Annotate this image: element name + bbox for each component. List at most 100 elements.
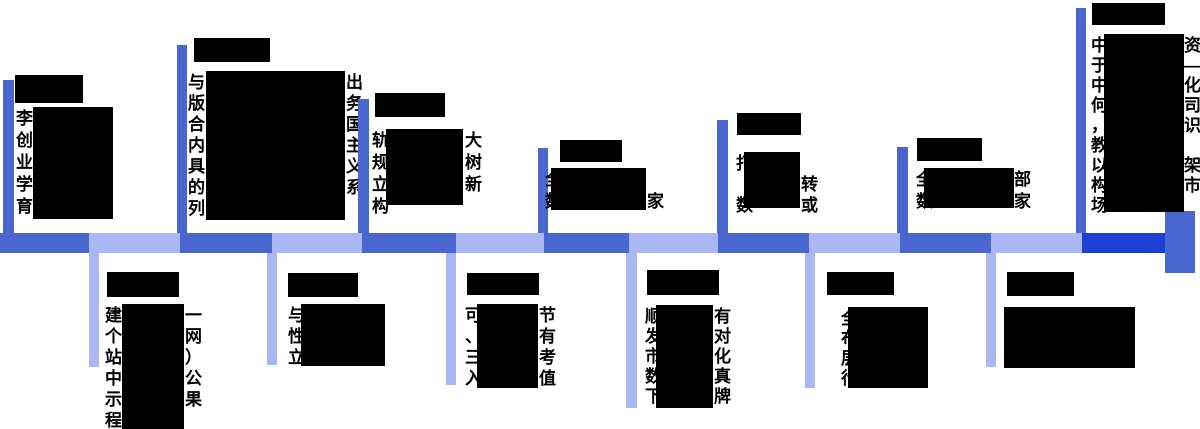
timeline-bar-segment-6 xyxy=(456,233,544,253)
text-fragment-end: 果 xyxy=(185,390,202,409)
text-fragment-start: 构 xyxy=(372,197,389,216)
event-stem xyxy=(897,147,908,233)
event-text-redacted xyxy=(206,71,345,220)
event-text-redacted xyxy=(551,168,646,210)
text-fragment-end: 大 xyxy=(465,131,482,150)
text-fragment-start: 何 xyxy=(1091,96,1108,115)
text-fragment-start: 顺 xyxy=(645,307,662,326)
text-fragment-start: 轨 xyxy=(372,131,389,150)
year-label-redacted xyxy=(917,138,982,161)
event-stem xyxy=(538,148,548,233)
text-fragment-start: 全 xyxy=(841,309,858,328)
year-label-redacted xyxy=(1007,272,1074,296)
text-fragment-end: 家 xyxy=(647,192,664,211)
text-fragment-start: 立 xyxy=(288,348,305,367)
text-fragment-start: 性 xyxy=(288,327,305,346)
timeline-end-cap xyxy=(1165,211,1195,273)
text-fragment-start: 三 xyxy=(465,348,482,367)
text-fragment-start: 市 xyxy=(645,347,662,366)
text-fragment-end: 一 xyxy=(185,306,202,325)
year-label-redacted xyxy=(1092,3,1165,25)
event-text-redacted xyxy=(33,107,113,219)
text-fragment-start: ， xyxy=(1091,116,1108,135)
text-fragment-start: 入 xyxy=(465,369,482,388)
text-fragment-start: 数 xyxy=(916,192,933,211)
timeline-bar-segment-1 xyxy=(0,233,89,253)
text-fragment-start: 构 xyxy=(1091,176,1108,195)
text-fragment-start: 教 xyxy=(1091,136,1108,155)
event-text-redacted xyxy=(656,305,713,408)
text-fragment-end: 化 xyxy=(714,347,731,366)
timeline-bar-segment-11 xyxy=(900,233,991,253)
text-fragment-start: 与 xyxy=(188,73,205,92)
year-label-redacted xyxy=(647,270,719,295)
text-fragment-end: 化 xyxy=(1184,76,1200,95)
event-text-redacted xyxy=(1104,34,1184,212)
event-stem xyxy=(626,253,637,408)
text-fragment-start: 业 xyxy=(16,153,33,172)
year-label-redacted xyxy=(737,113,801,135)
event-text-redacted xyxy=(848,307,928,388)
text-fragment-start: 的 xyxy=(188,178,205,197)
text-fragment-start: 立 xyxy=(372,175,389,194)
event-stem xyxy=(3,80,14,233)
text-fragment-end: 部 xyxy=(1014,170,1031,189)
text-fragment-start: 具 xyxy=(188,157,205,176)
text-fragment-start: 列 xyxy=(188,199,205,218)
text-fragment-start: 可 xyxy=(465,306,482,325)
event-stem xyxy=(177,45,187,233)
text-fragment-end: 家 xyxy=(1014,192,1031,211)
text-fragment-start: 李 xyxy=(16,109,33,128)
text-fragment-start: 于 xyxy=(1091,56,1108,75)
text-fragment-start: 下 xyxy=(645,387,662,406)
text-fragment-end: 树 xyxy=(465,153,482,172)
timeline-bar-segment-5 xyxy=(362,233,456,253)
text-fragment-end: 转 xyxy=(801,175,818,194)
text-fragment-start: 中 xyxy=(1091,36,1108,55)
text-fragment-end: 或 xyxy=(801,196,818,215)
timeline-bar-segment-2 xyxy=(89,233,180,253)
text-fragment-start: 版 xyxy=(188,94,205,113)
year-label-redacted xyxy=(194,38,270,62)
text-fragment-end: 司 xyxy=(1184,96,1200,115)
text-fragment-end: 架 xyxy=(1184,156,1200,175)
text-fragment-start: 数 xyxy=(545,192,562,211)
event-text-redacted xyxy=(477,304,538,388)
text-fragment-start: 数 xyxy=(736,196,753,215)
text-fragment-start: 中 xyxy=(105,369,122,388)
text-fragment-end: 有 xyxy=(539,327,556,346)
text-fragment-end: 出 xyxy=(346,73,363,92)
text-fragment-start: 个 xyxy=(105,327,122,346)
text-fragment-start: 中 xyxy=(1091,76,1108,95)
timeline-bar-segment-4 xyxy=(272,233,362,253)
event-stem xyxy=(446,253,456,385)
event-stem xyxy=(267,253,277,365)
event-text-redacted xyxy=(924,168,1014,208)
text-fragment-start: 层 xyxy=(841,349,858,368)
timeline-bar-segment-8 xyxy=(629,233,718,253)
event-text-redacted xyxy=(301,304,385,366)
text-fragment-start: 内 xyxy=(188,136,205,155)
text-fragment-start: 打 xyxy=(736,154,753,173)
text-fragment-start: 数 xyxy=(645,367,662,386)
text-fragment-start: 、 xyxy=(465,327,482,346)
text-fragment-start: 学 xyxy=(16,175,33,194)
event-stem xyxy=(717,120,728,233)
event-stem xyxy=(89,253,99,367)
text-fragment-start: 行 xyxy=(841,369,858,388)
year-label-redacted xyxy=(375,93,445,117)
text-fragment-start: 程 xyxy=(105,411,122,429)
text-fragment-start: 示 xyxy=(105,390,122,409)
text-fragment-start: 规 xyxy=(372,153,389,172)
text-fragment-start: 站 xyxy=(105,348,122,367)
event-text-redacted xyxy=(1004,307,1135,368)
timeline-bar-segment-3 xyxy=(180,233,272,253)
text-fragment-end: 资 xyxy=(1184,36,1200,55)
text-fragment-start: 与 xyxy=(288,306,305,325)
text-fragment-start: 全 xyxy=(545,170,562,189)
text-fragment-end: 公 xyxy=(185,369,202,388)
text-fragment-start: 建 xyxy=(105,306,122,325)
text-fragment-start: 全 xyxy=(916,170,933,189)
text-fragment-end: 牌 xyxy=(714,387,731,406)
